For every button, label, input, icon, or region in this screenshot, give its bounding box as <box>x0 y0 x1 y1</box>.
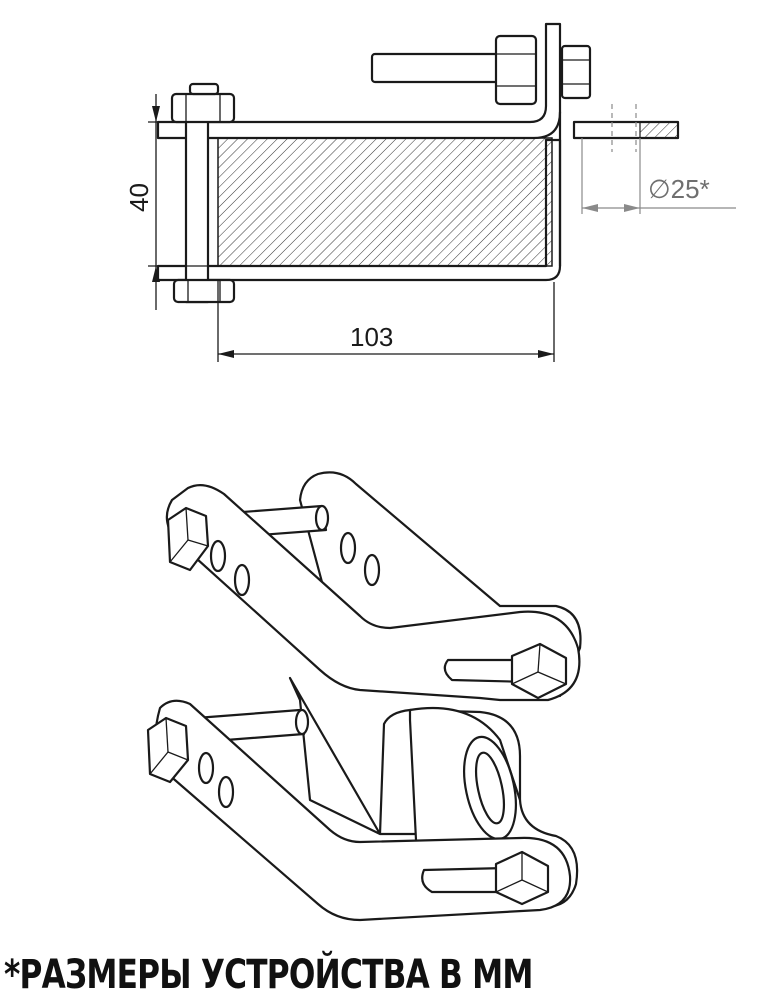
left-bolt-shank <box>184 102 210 304</box>
bottom-plate <box>156 138 562 282</box>
height-label: 40 <box>124 183 154 212</box>
footnote: *РАЗМЕРЫ УСТРОЙСТВА В ММ <box>4 952 533 998</box>
horizontal-bolt-shank <box>370 52 502 84</box>
hatched-area <box>217 137 553 267</box>
horizontal-bolt-nut <box>494 34 538 106</box>
diameter-label: ∅25* <box>648 174 710 204</box>
front-upper-arm <box>165 483 581 702</box>
left-top-nut <box>170 92 236 124</box>
top-plate <box>156 22 562 140</box>
horizontal-bolt-head <box>560 44 592 100</box>
side-view: ∅25* 40 103 <box>124 22 736 362</box>
isometric-view <box>146 471 582 922</box>
length-label: 103 <box>350 322 393 352</box>
left-bolt-head <box>172 278 236 304</box>
